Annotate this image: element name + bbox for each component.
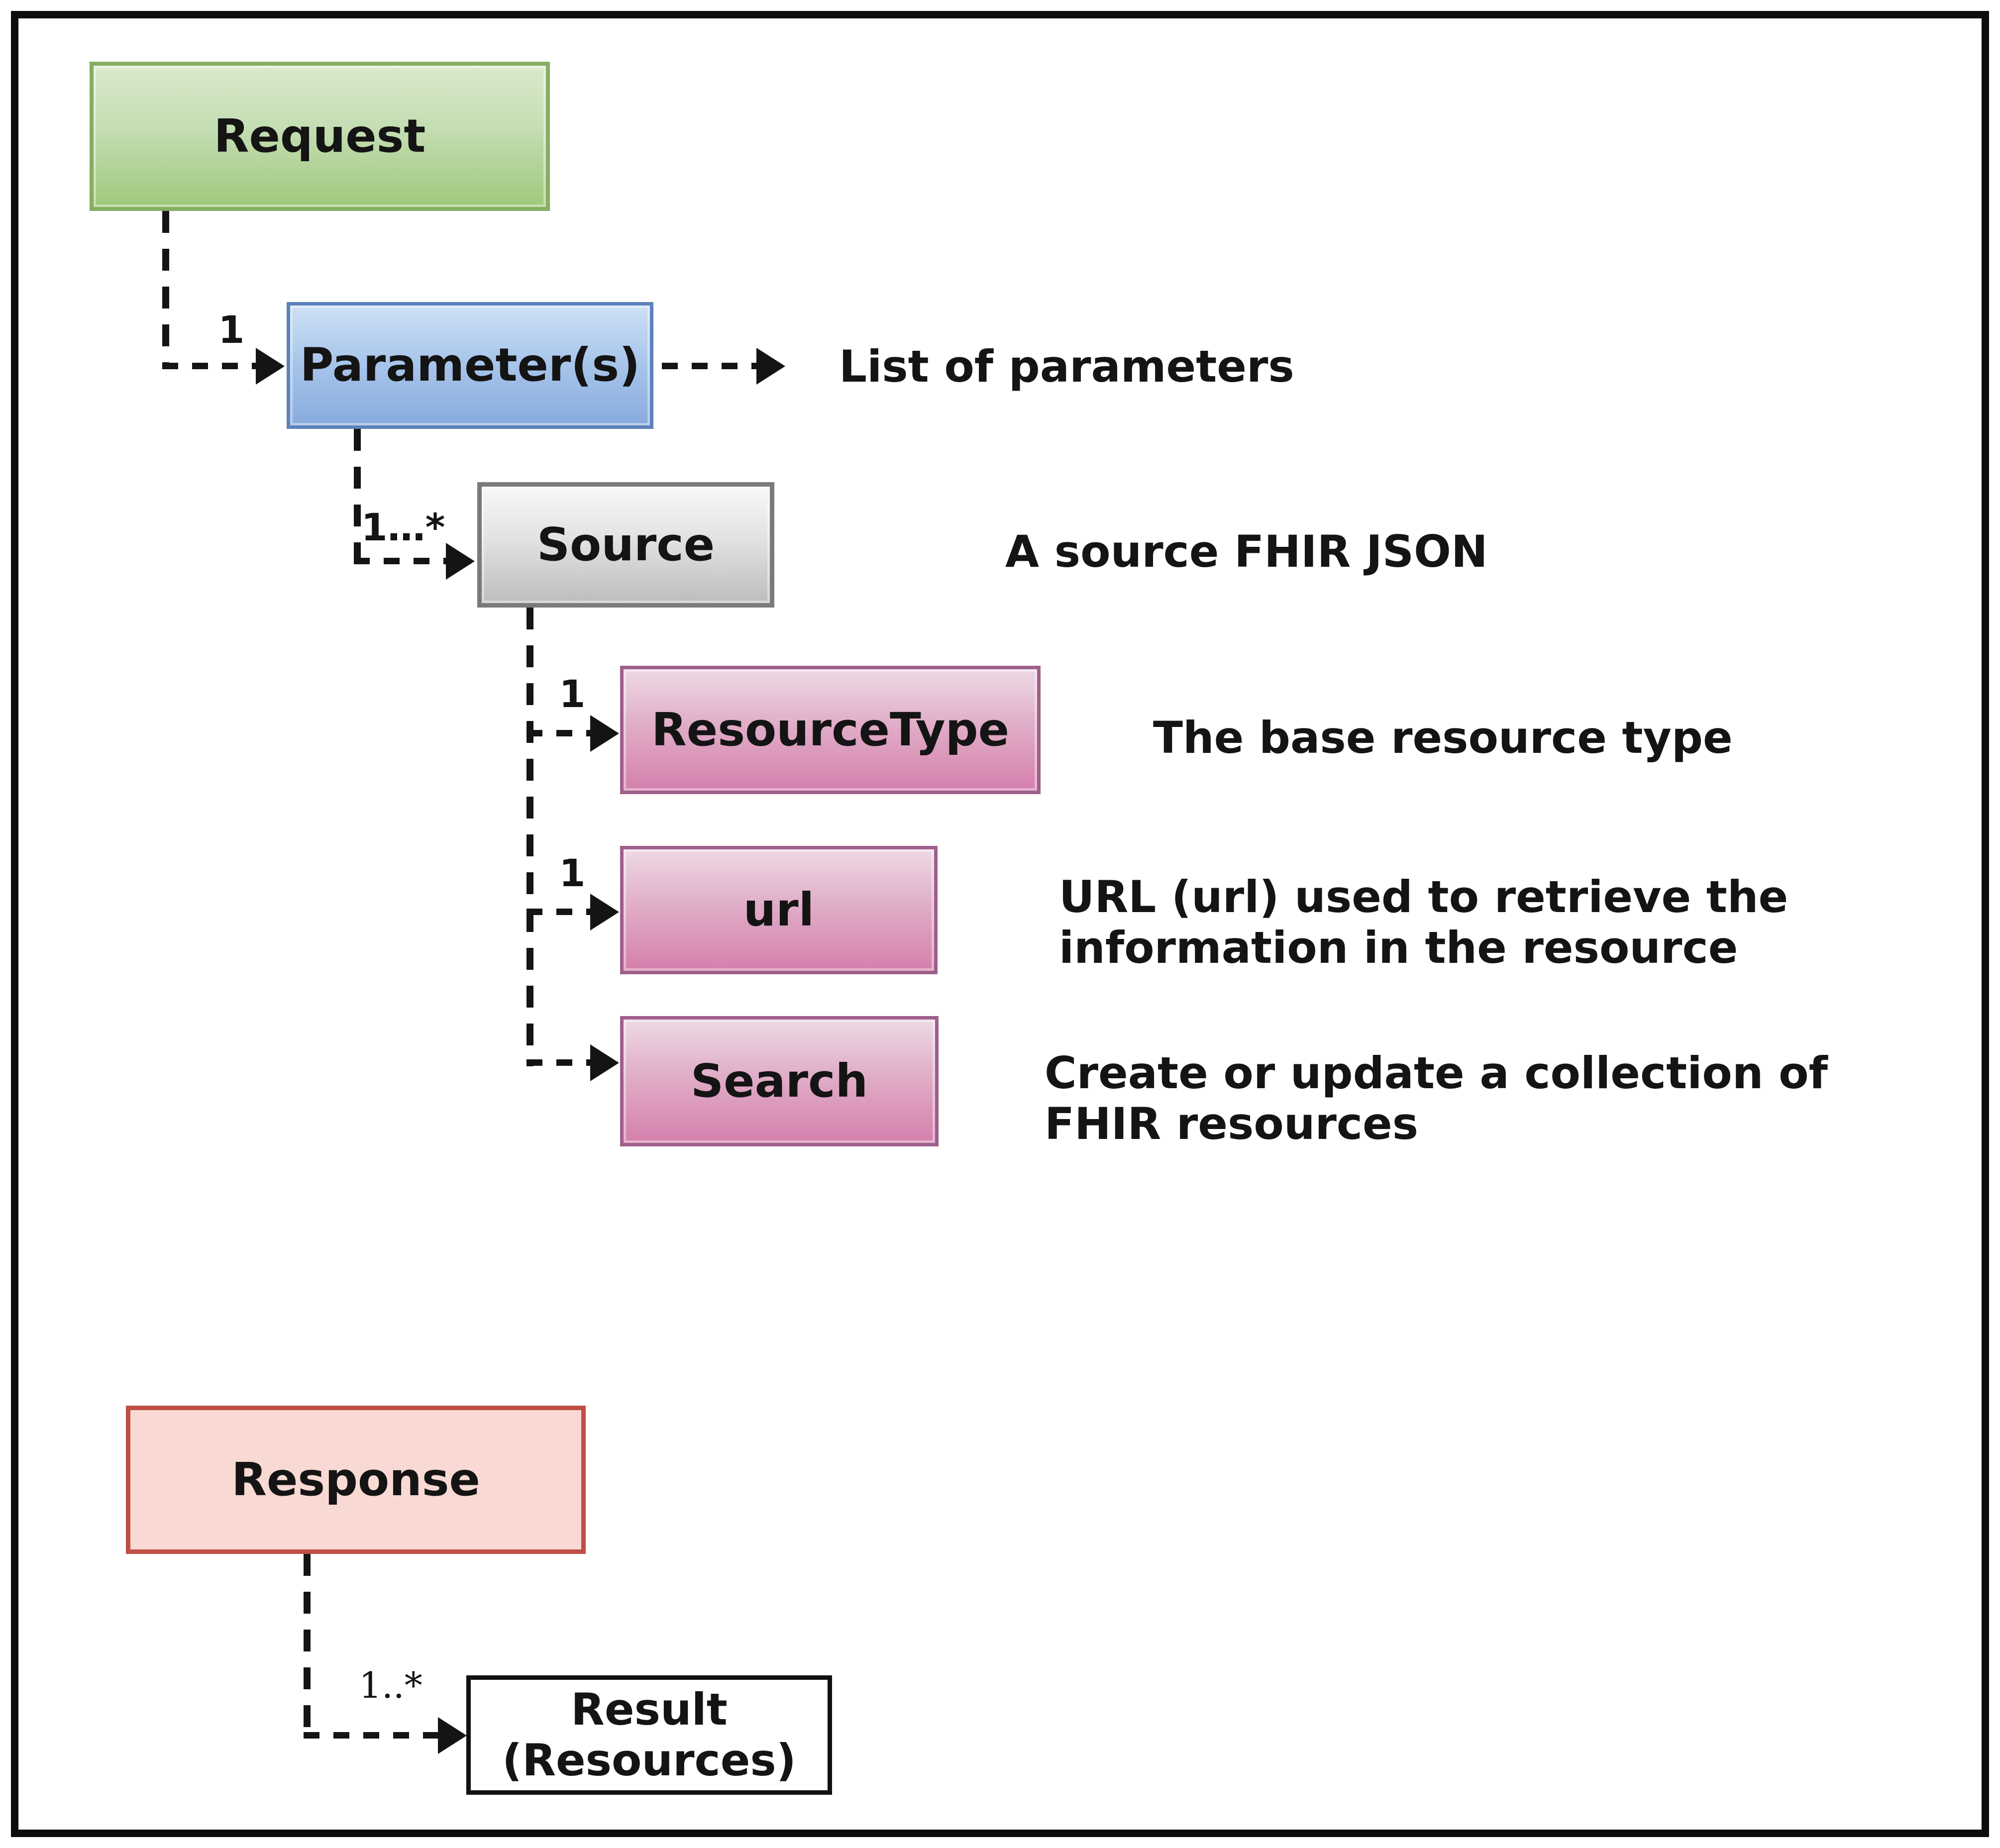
node-resource-type-label: ResourceType bbox=[651, 703, 1010, 756]
connector-response-result-vertical bbox=[304, 1554, 311, 1739]
connector-parameters-source-vertical bbox=[354, 429, 361, 564]
connector-source-url-horizontal bbox=[526, 909, 596, 915]
node-url-label: url bbox=[743, 883, 815, 936]
annotation-list-of-parameters: List of parameters bbox=[839, 341, 1294, 392]
connector-request-parameters-horizontal bbox=[162, 363, 277, 369]
connector-response-result-horizontal bbox=[304, 1732, 445, 1739]
node-result: Result (Resources) bbox=[466, 1675, 832, 1795]
node-url: url bbox=[620, 846, 938, 974]
node-request-label: Request bbox=[213, 109, 426, 163]
node-resource-type: ResourceType bbox=[620, 666, 1041, 794]
arrowhead-icon bbox=[590, 715, 619, 752]
arrowhead-icon bbox=[438, 1717, 467, 1754]
arrowhead-icon bbox=[756, 348, 785, 385]
multiplicity-request-parameters: 1 bbox=[218, 308, 245, 352]
connector-source-children-vertical bbox=[526, 608, 533, 1066]
node-parameters: Parameter(s) bbox=[287, 302, 653, 429]
arrowhead-icon bbox=[256, 348, 285, 385]
connector-parameters-source-horizontal bbox=[354, 558, 453, 564]
arrowhead-icon bbox=[590, 1044, 619, 1081]
annotation-url-note: URL (url) used to retrieve the informati… bbox=[1059, 871, 1789, 974]
node-source: Source bbox=[477, 482, 774, 608]
node-search: Search bbox=[620, 1016, 939, 1146]
node-response-label: Response bbox=[231, 1452, 480, 1506]
arrowhead-icon bbox=[590, 894, 619, 930]
node-parameters-label: Parameter(s) bbox=[300, 338, 640, 392]
node-source-label: Source bbox=[536, 517, 715, 571]
annotation-search-note: Create or update a collection of FHIR re… bbox=[1045, 1047, 1828, 1150]
multiplicity-parameters-source: 1…* bbox=[361, 505, 445, 549]
multiplicity-response-result: 1..* bbox=[359, 1664, 422, 1706]
connector-parameters-note-horizontal bbox=[662, 363, 759, 369]
annotation-base-resource-type: The base resource type bbox=[1153, 712, 1733, 763]
multiplicity-source-url: 1 bbox=[559, 851, 586, 895]
connector-source-resource-type-horizontal bbox=[526, 730, 596, 736]
annotation-source-fhir-json: A source FHIR JSON bbox=[1005, 526, 1488, 577]
outer-frame bbox=[11, 11, 1989, 1837]
arrowhead-icon bbox=[446, 543, 475, 580]
node-search-label: Search bbox=[690, 1054, 868, 1108]
node-result-label: Result (Resources) bbox=[502, 1683, 796, 1786]
connector-request-parameters-vertical bbox=[162, 211, 169, 369]
node-response: Response bbox=[126, 1406, 586, 1554]
node-request: Request bbox=[90, 62, 550, 211]
multiplicity-source-resource-type: 1 bbox=[559, 672, 586, 716]
connector-source-search-horizontal bbox=[526, 1059, 596, 1066]
